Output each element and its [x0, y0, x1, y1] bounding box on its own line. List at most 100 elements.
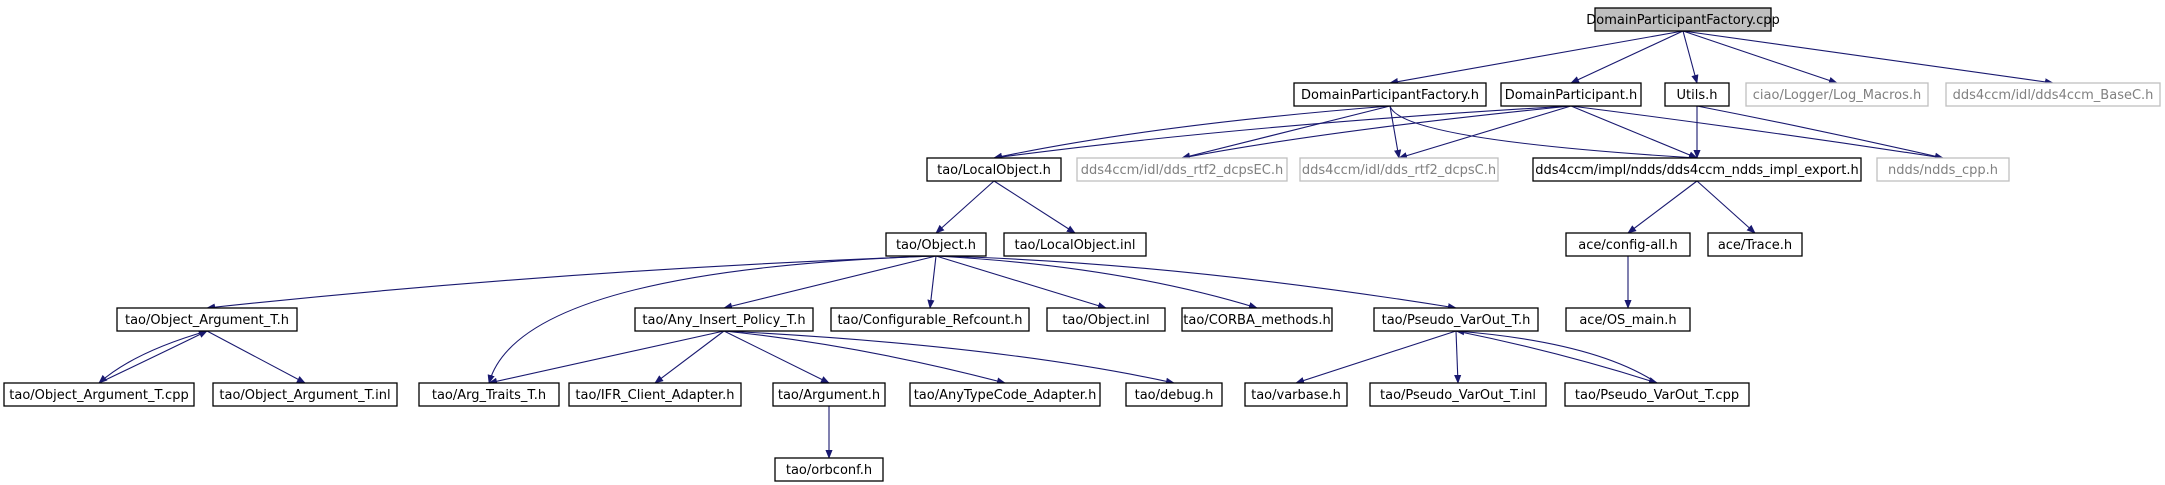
node-box — [1707, 232, 1803, 257]
edge-domainparticipantfactory-cpp-to-utils-h — [1682, 30, 1699, 84]
node-label: tao/orbconf.h — [786, 463, 872, 478]
node-label: tao/Configurable_Refcount.h — [837, 313, 1022, 328]
edge-line — [1398, 105, 1572, 160]
edge-dds4ccm-impl-ndds-dds4ccm-ndds-impl-export-h-to-ace-config-all-h — [1627, 180, 1698, 234]
node-label: DomainParticipantFactory.h — [1301, 88, 1479, 103]
edge-line — [1570, 105, 1698, 159]
edge-line — [1455, 328, 1658, 384]
node-label: tao/Pseudo_VarOut_T.inl — [1380, 388, 1536, 403]
edge-domainparticipantfactory-h-to-tao-localobject-h — [993, 105, 1391, 160]
edge-tao-object-h-to-tao-pseudo-varout-t-h — [935, 255, 1457, 311]
edge-line — [935, 255, 1258, 310]
node-tao-varbase-h[interactable]: tao/varbase.h — [1244, 382, 1348, 407]
edge-line — [935, 255, 1107, 310]
node-box — [1369, 382, 1547, 407]
node-label: Utils.h — [1677, 88, 1718, 103]
node-box — [3, 382, 195, 407]
node-tao-orbconf-h[interactable]: tao/orbconf.h — [774, 457, 884, 482]
node-box — [1594, 7, 1772, 32]
node-tao-object-h[interactable]: tao/Object.h — [885, 232, 987, 257]
node-tao-object-inl[interactable]: tao/Object.inl — [1046, 307, 1166, 332]
node-tao-arg-traits-t-h[interactable]: tao/Arg_Traits_T.h — [418, 382, 560, 407]
edge-line — [654, 330, 725, 384]
node-tao-ifr-client-adapter-h[interactable]: tao/IFR_Client_Adapter.h — [568, 382, 742, 407]
edge-line — [1455, 330, 1658, 384]
node-dds4ccm-impl-ndds-dds4ccm-ndds-impl-export-h[interactable]: dds4ccm/impl/ndds/dds4ccm_ndds_impl_expo… — [1532, 157, 1862, 182]
node-tao-pseudo-varout-t-h[interactable]: tao/Pseudo_VarOut_T.h — [1373, 307, 1539, 332]
edge-line — [1181, 105, 1391, 160]
edge-tao-any-insert-policy-t-h-to-tao-arg-traits-t-h — [488, 330, 725, 385]
node-dds4ccm-idl-dds-rtf2-dcpsc-h: dds4ccm/idl/dds_rtf2_dcpsC.h — [1299, 157, 1499, 182]
edge-line — [487, 255, 937, 384]
node-box — [1745, 82, 1929, 107]
edge-tao-pseudo-varout-t-h-to-tao-varbase-h — [1295, 330, 1457, 384]
node-box — [1373, 307, 1539, 332]
node-label: ace/Trace.h — [1718, 238, 1792, 253]
node-box — [830, 307, 1030, 332]
edge-tao-object-argument-t-h-to-tao-object-argument-t-inl — [206, 330, 306, 384]
node-label: DomainParticipant.h — [1505, 88, 1637, 103]
edge-line — [993, 105, 1391, 160]
edge-tao-pseudo-varout-t-cpp-to-tao-pseudo-varout-t-h — [1455, 328, 1658, 384]
node-tao-anytypecode-adapter-h[interactable]: tao/AnyTypeCode_Adapter.h — [909, 382, 1101, 407]
node-dds4ccm-idl-dds4ccm-basec-h: dds4ccm/idl/dds4ccm_BaseC.h — [1945, 82, 2161, 107]
edge-tao-localobject-h-to-tao-localobject-inl — [993, 180, 1076, 234]
edge-line — [1389, 105, 1402, 159]
node-domainparticipantfactory-h[interactable]: DomainParticipantFactory.h — [1293, 82, 1487, 107]
edge-line — [1696, 180, 1756, 234]
node-tao-object-argument-t-h[interactable]: tao/Object_Argument_T.h — [116, 307, 298, 332]
node-label: dds4ccm/impl/ndds/dds4ccm_ndds_impl_expo… — [1535, 163, 1858, 178]
edge-tao-object-h-to-tao-arg-traits-t-h — [487, 255, 937, 384]
edge-line — [723, 330, 830, 384]
edge-line — [993, 105, 1572, 161]
node-ace-os-main-h[interactable]: ace/OS_main.h — [1565, 307, 1691, 332]
node-dds4ccm-idl-dds-rtf2-dcpsec-h: dds4ccm/idl/dds_rtf2_dcpsEC.h — [1076, 157, 1288, 182]
node-tao-debug-h[interactable]: tao/debug.h — [1125, 382, 1223, 407]
edge-dds4ccm-impl-ndds-dds4ccm-ndds-impl-export-h-to-ace-trace-h — [1696, 180, 1756, 234]
edge-tao-object-h-to-tao-corba-methods-h — [935, 255, 1258, 310]
node-box — [1532, 157, 1862, 182]
edge-line — [1570, 105, 1944, 161]
edge-line — [1682, 30, 2054, 86]
node-label: dds4ccm/idl/dds4ccm_BaseC.h — [1953, 88, 2154, 103]
node-utils-h[interactable]: Utils.h — [1664, 82, 1730, 107]
edge-line — [98, 330, 208, 384]
edge-line — [1627, 180, 1698, 234]
node-domainparticipant-h[interactable]: DomainParticipant.h — [1500, 82, 1642, 107]
node-ace-trace-h[interactable]: ace/Trace.h — [1707, 232, 1803, 257]
edge-tao-any-insert-policy-t-h-to-tao-argument-h — [723, 330, 830, 384]
node-label: tao/Object.h — [896, 238, 976, 253]
node-tao-any-insert-policy-t-h[interactable]: tao/Any_Insert_Policy_T.h — [634, 307, 814, 332]
node-label: ciao/Logger/Log_Macros.h — [1753, 88, 1921, 103]
node-tao-localobject-inl[interactable]: tao/LocalObject.inl — [1003, 232, 1147, 257]
node-tao-localobject-h[interactable]: tao/LocalObject.h — [926, 157, 1062, 182]
node-box — [116, 307, 298, 332]
node-ndds-ndds-cpp-h: ndds/ndds_cpp.h — [1876, 157, 2010, 182]
node-box — [1565, 307, 1691, 332]
edge-line — [488, 330, 725, 385]
edge-line — [993, 180, 1076, 234]
node-tao-pseudo-varout-t-cpp[interactable]: tao/Pseudo_VarOut_T.cpp — [1564, 382, 1750, 407]
node-tao-object-argument-t-inl[interactable]: tao/Object_Argument_T.inl — [212, 382, 398, 407]
node-layer: DomainParticipantFactory.cppDomainPartic… — [3, 7, 2161, 482]
edge-line — [1454, 330, 1462, 384]
node-label: tao/Argument.h — [778, 388, 880, 403]
node-tao-pseudo-varout-t-inl[interactable]: tao/Pseudo_VarOut_T.inl — [1369, 382, 1547, 407]
node-tao-corba-methods-h[interactable]: tao/CORBA_methods.h — [1181, 307, 1333, 332]
node-label: tao/Object_Argument_T.cpp — [9, 388, 188, 403]
node-tao-argument-h[interactable]: tao/Argument.h — [772, 382, 886, 407]
node-domainparticipantfactory-cpp[interactable]: DomainParticipantFactory.cpp — [1586, 7, 1780, 32]
node-tao-configurable-refcount-h[interactable]: tao/Configurable_Refcount.h — [830, 307, 1030, 332]
edge-line — [1295, 330, 1457, 384]
node-label: tao/Object.inl — [1062, 313, 1149, 328]
edge-domainparticipant-h-to-ndds-ndds-cpp-h — [1570, 105, 1944, 161]
node-box — [1664, 82, 1730, 107]
node-box — [1076, 157, 1288, 182]
node-box — [1293, 82, 1487, 107]
node-ace-config-all-h[interactable]: ace/config-all.h — [1565, 232, 1691, 257]
node-tao-object-argument-t-cpp[interactable]: tao/Object_Argument_T.cpp — [3, 382, 195, 407]
node-box — [1244, 382, 1348, 407]
node-box — [1299, 157, 1499, 182]
edge-line — [206, 330, 306, 384]
edge-tao-object-h-to-tao-object-inl — [935, 255, 1107, 310]
